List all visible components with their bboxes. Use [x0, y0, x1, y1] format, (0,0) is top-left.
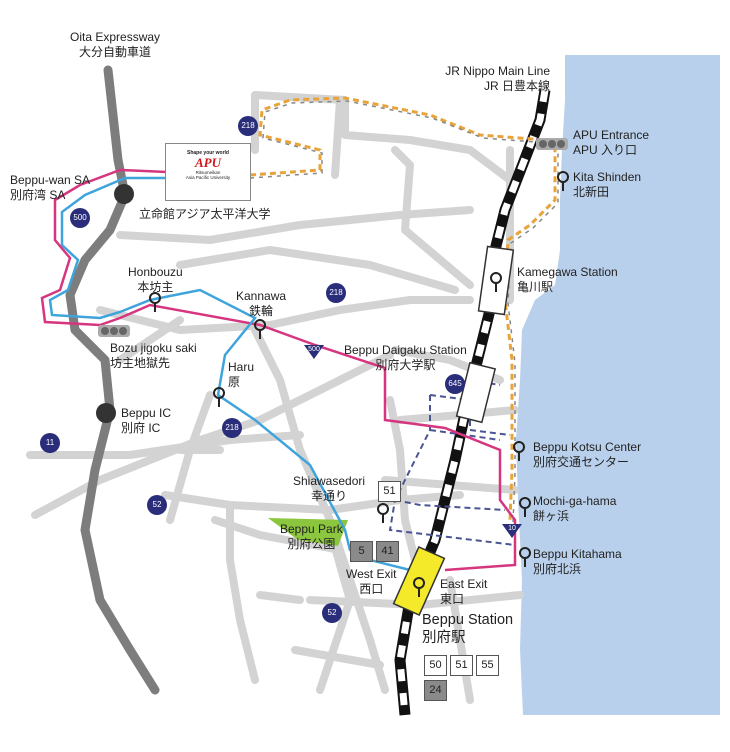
oita-expressway — [65, 65, 160, 695]
route-pink — [40, 168, 517, 572]
bus-number-box: 50 — [424, 655, 447, 676]
beppu-wan-sa-node — [114, 184, 134, 204]
bus-stop-icon — [377, 503, 389, 523]
bus-stop-icon — [149, 292, 161, 312]
bus-stop-icon — [413, 577, 425, 597]
bus-stop-icon — [519, 547, 531, 567]
route-52-shield: 52 — [147, 495, 167, 515]
beppu-station-box — [392, 545, 446, 617]
route-645-shield: 645 — [445, 374, 465, 394]
bus-stop-icon — [490, 272, 502, 292]
route-218-shield: 218 — [238, 116, 258, 136]
beppu-park-area — [268, 518, 348, 546]
route-500-shield: 500 — [304, 345, 324, 359]
bus-number-box: 24 — [424, 680, 447, 701]
kamegawa-station-box — [477, 245, 515, 316]
bus-number-box: 55 — [476, 655, 499, 676]
roads — [26, 91, 524, 704]
route-10-shield: 10 — [502, 524, 522, 538]
bus-stop-icon — [557, 171, 569, 191]
route-218-shield: 218 — [326, 283, 346, 303]
bus-number-box: 51 — [378, 481, 401, 502]
bus-number-box: 41 — [376, 541, 399, 562]
apu-logo: Shape your world APU Ritsumeikan Asia Pa… — [165, 143, 251, 201]
traffic-light-icon — [98, 325, 130, 337]
bus-number-box: 5 — [350, 541, 373, 562]
route-gray-dashed — [249, 100, 559, 524]
route-218-shield: 218 — [222, 418, 242, 438]
ritsumeikan-label: 立命館アジア太平洋大学 — [139, 207, 271, 221]
sea — [516, 55, 720, 715]
beppu-ic-node — [96, 403, 116, 423]
traffic-light-icon — [536, 138, 568, 150]
bus-stop-icon — [513, 441, 525, 461]
route-52-shield: 52 — [322, 603, 342, 623]
route-500-shield: 500 — [70, 208, 90, 228]
bus-stop-icon — [519, 497, 531, 517]
bus-stop-icon — [254, 319, 266, 339]
route-orange-dashed — [249, 96, 557, 521]
bus-stop-icon — [213, 387, 225, 407]
bus-number-box: 51 — [450, 655, 473, 676]
route-11-shield: 11 — [40, 433, 60, 453]
